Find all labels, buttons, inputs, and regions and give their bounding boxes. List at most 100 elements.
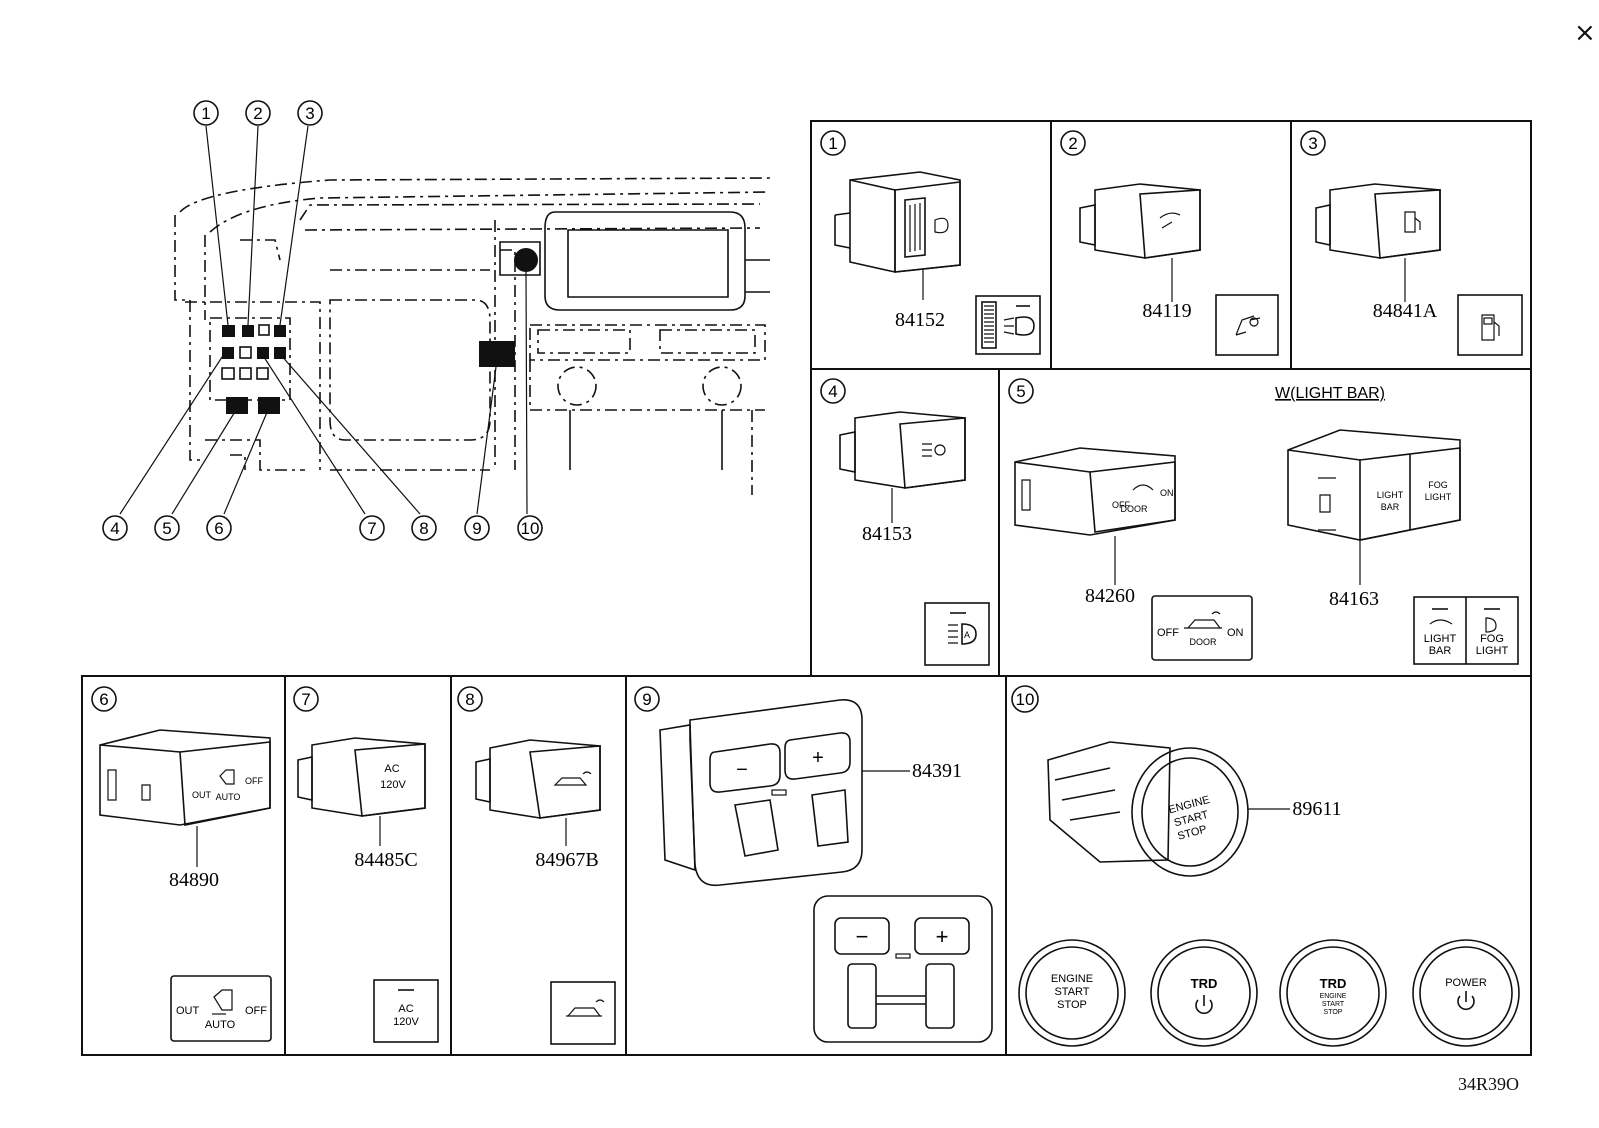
callout-9: 9 [464,515,490,541]
svg-text:84119: 84119 [1142,300,1191,322]
svg-text:TRD: TRD [1320,976,1347,991]
panel-8: 8 84967B [457,686,616,1045]
svg-text:STOP: STOP [1324,1009,1343,1016]
svg-text:4: 4 [110,519,119,538]
svg-text:120V: 120V [393,1016,419,1028]
svg-text:TRD: TRD [1191,976,1218,991]
ac-outlet-icon: AC 120V [373,979,439,1043]
panel-3: 3 84841A [1300,130,1523,356]
switch-84890-drawing: OUT OFF AUTO [99,729,271,826]
svg-text:LIGHT: LIGHT [1476,645,1509,657]
diagram-code: 34R39O [1458,1074,1520,1094]
panel-10: 10 ENGINE START STOP 89611 ENGINE START … [1011,685,1520,1047]
svg-text:LIGHT: LIGHT [1377,490,1404,500]
dashboard-overview: 1 2 3 4 5 6 7 8 9 10 [102,100,771,541]
svg-text:−: − [736,759,748,781]
svg-text:10: 10 [521,519,540,538]
panel-9: 9 − + 84391 − + [634,686,993,1043]
svg-text:LIGHT: LIGHT [1424,633,1457,645]
switch-84260-drawing: OFF ON DOOR [1014,447,1176,536]
panel-frames [81,120,1532,1056]
svg-text:+: + [936,924,949,949]
svg-text:ON: ON [1160,488,1174,498]
trd-engine-start-stop-button-icon: TRD ENGINE START STOP [1279,939,1387,1047]
svg-text:84967B: 84967B [535,849,598,871]
switch-84485C-drawing: AC 120V [297,737,426,817]
svg-text:AUTO: AUTO [205,1019,236,1031]
svg-text:84153: 84153 [862,523,912,545]
panel-1: 1 84152 [820,130,1041,355]
svg-text:8: 8 [419,519,428,538]
trailer-brake-controller-drawing: − + [659,699,863,887]
svg-text:OFF: OFF [1157,627,1179,639]
svg-text:BAR: BAR [1429,645,1452,657]
svg-text:OFF: OFF [1112,500,1130,510]
trd-power-button-icon: TRD [1150,939,1258,1047]
panel-6: 6 OUT OFF AUTO 84890 OUT OFF AUTO [91,686,272,1042]
power-button-icon: POWER [1412,939,1520,1047]
trailer-brake-icon: − + [813,895,993,1043]
svg-text:89611: 89611 [1292,798,1341,820]
engine-start-switch-drawing: ENGINE START STOP [1047,741,1249,877]
svg-text:AUTO: AUTO [216,792,241,802]
svg-text:6: 6 [214,519,223,538]
svg-text:FOG: FOG [1480,633,1504,645]
callout-5: 5 [154,515,180,541]
svg-text:BAR: BAR [1381,502,1400,512]
svg-text:OFF: OFF [245,776,263,786]
switch-84152-drawing [834,171,961,273]
callout-7: 7 [359,515,385,541]
svg-text:10: 10 [1016,690,1035,709]
engine-start-stop-button-icon: ENGINE START STOP [1018,939,1126,1047]
switch-84163-drawing: LIGHT BAR FOG LIGHT [1287,429,1461,541]
svg-text:7: 7 [367,519,376,538]
auto-high-beam-icon: A [924,602,990,666]
svg-text:5: 5 [1016,382,1025,401]
callout-6: 6 [206,515,232,541]
svg-text:120V: 120V [380,779,406,791]
svg-text:8: 8 [465,690,474,709]
svg-text:2: 2 [1068,134,1077,153]
svg-text:STOP: STOP [1057,999,1087,1011]
panel-2: 2 84119 [1060,130,1279,356]
switch-84119-drawing [1079,183,1201,259]
svg-text:OFF: OFF [245,1005,267,1017]
recirculation-icon: OUT OFF AUTO [170,975,272,1042]
svg-text:DOOR: DOOR [1190,637,1218,647]
door-lock-icon: OFF ON DOOR [1151,595,1253,661]
close-icon[interactable]: × [1574,18,1596,48]
callout-3: 3 [297,100,323,126]
dimmer-icon [975,295,1041,355]
callout-2: 2 [245,100,271,126]
switch-84841A-drawing [1315,183,1441,259]
svg-text:84152: 84152 [895,309,945,331]
svg-text:+: + [812,747,824,769]
svg-text:5: 5 [162,519,171,538]
svg-text:84890: 84890 [169,869,219,891]
callout-8: 8 [411,515,437,541]
svg-text:FOG: FOG [1428,480,1448,490]
switch-84967B-drawing [475,739,601,819]
svg-text:84391: 84391 [912,760,962,782]
svg-text:DOOR: DOOR [1121,504,1149,514]
svg-text:3: 3 [305,104,314,123]
panel-4: 4 84153 A [820,378,990,666]
svg-text:4: 4 [828,382,837,401]
callout-10: 10 [517,515,543,541]
tailgate-icon [550,981,616,1045]
svg-text:6: 6 [99,690,108,709]
svg-text:84163: 84163 [1329,588,1379,610]
svg-text:START: START [1054,986,1089,998]
svg-text:84260: 84260 [1085,585,1135,607]
svg-text:ON: ON [1227,627,1244,639]
work-light-icon [1215,294,1279,356]
svg-text:1: 1 [201,104,210,123]
svg-text:84485C: 84485C [354,849,417,871]
svg-text:LIGHT: LIGHT [1425,492,1452,502]
svg-text:1: 1 [828,134,837,153]
svg-text:AC: AC [384,763,399,775]
svg-text:9: 9 [472,519,481,538]
svg-text:POWER: POWER [1445,977,1487,989]
svg-text:2: 2 [253,104,262,123]
